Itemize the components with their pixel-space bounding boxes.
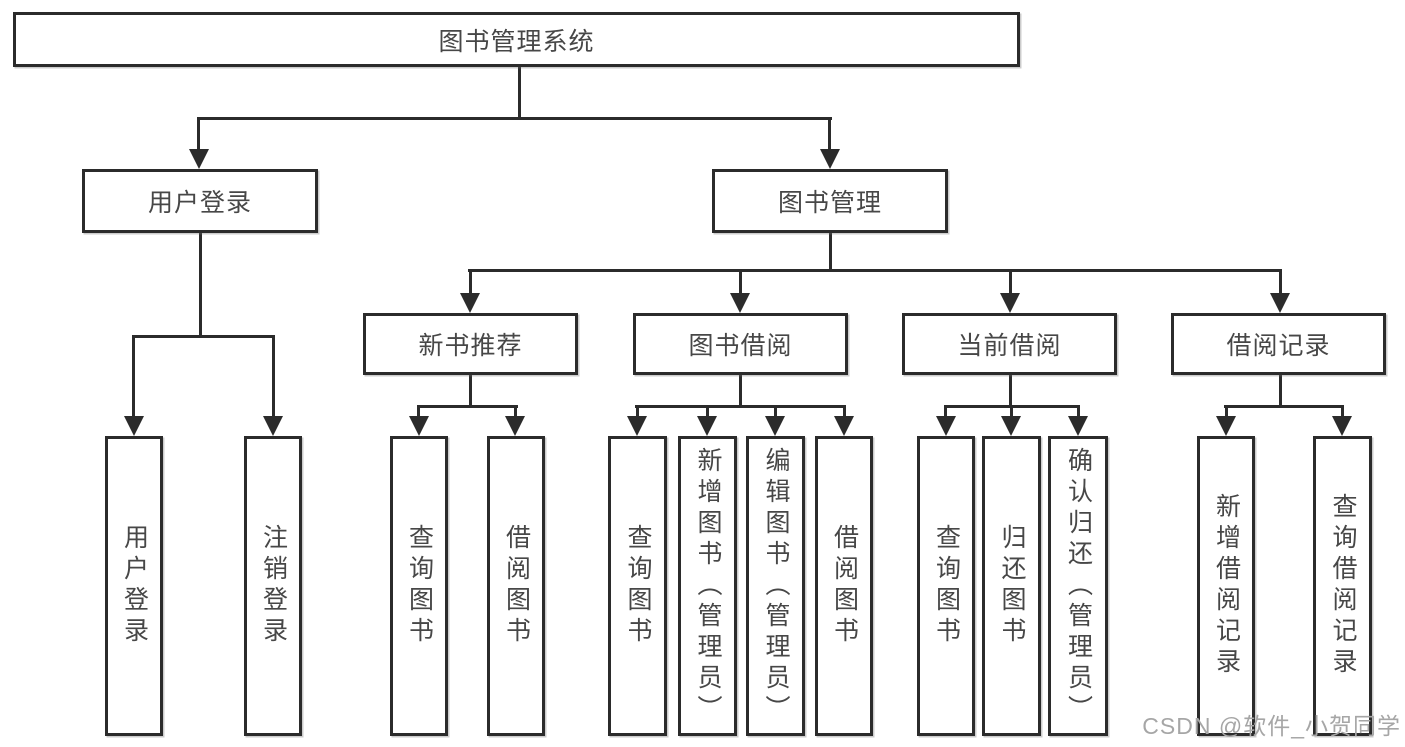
arrowhead-down-icon: [124, 416, 144, 436]
watermark: CSDN @软件_小贺同学: [1142, 713, 1401, 739]
connector-line: [635, 405, 846, 408]
connector-line: [828, 117, 831, 151]
category-node-label: 图书借阅: [688, 332, 793, 360]
leaf-node-query-borrow-record: 查询借阅记录: [1313, 436, 1372, 736]
leaf-node-borrow-books: 借阅图书: [815, 436, 873, 736]
connector-line: [944, 405, 947, 418]
leaf-node-label: 新增借阅记录: [1212, 493, 1241, 679]
connector-line: [198, 117, 832, 120]
root-node-library-system: 图书管理系统: [13, 12, 1020, 67]
leaf-node-user-login: 用户登录: [105, 436, 163, 736]
leaf-node-add-books-admin: 新增图书（管理员）: [678, 436, 737, 736]
leaf-node-label: 查询图书: [624, 524, 652, 648]
category-node-current-borrowing: 当前借阅: [902, 313, 1117, 375]
leaf-node-borrow-books-recommend: 借阅图书: [487, 436, 545, 736]
arrowhead-down-icon: [1000, 293, 1020, 313]
leaf-node-label: 借阅图书: [502, 524, 531, 648]
connector-line: [417, 405, 518, 408]
connector-line: [1010, 405, 1013, 418]
connector-line: [1009, 269, 1012, 295]
connector-line: [417, 405, 420, 418]
connector-line: [132, 335, 275, 338]
leaf-node-return-books: 归还图书: [982, 436, 1041, 736]
arrowhead-down-icon: [1270, 293, 1290, 313]
leaf-node-label: 查询图书: [932, 524, 961, 648]
arrowhead-down-icon: [820, 149, 840, 169]
arrowhead-down-icon: [1068, 416, 1088, 436]
connector-line: [469, 375, 472, 408]
leaf-node-label: 归还图书: [998, 524, 1026, 648]
leaf-node-label: 查询借阅记录: [1329, 493, 1357, 679]
leaf-node-confirm-return-admin: 确认归还（管理员）: [1048, 436, 1108, 736]
arrowhead-down-icon: [765, 416, 785, 436]
branch-node-user-login: 用户登录: [82, 169, 318, 233]
branch-node-label: 用户登录: [147, 189, 252, 217]
arrowhead-down-icon: [460, 293, 480, 313]
arrowhead-down-icon: [936, 416, 956, 436]
branch-node-book-management: 图书管理: [712, 169, 948, 233]
connector-line: [739, 269, 742, 295]
category-node-new-book-recommend: 新书推荐: [363, 313, 578, 375]
connector-line: [636, 405, 639, 418]
connector-line: [843, 405, 846, 418]
connector-line: [518, 67, 521, 119]
connector-line: [197, 117, 200, 151]
arrowhead-down-icon: [1001, 416, 1021, 436]
connector-line: [468, 269, 1282, 272]
arrowhead-down-icon: [730, 293, 750, 313]
arrowhead-down-icon: [505, 416, 525, 436]
connector-line: [1009, 375, 1012, 408]
connector-line: [1341, 405, 1344, 418]
category-node-borrowing-records: 借阅记录: [1171, 313, 1386, 375]
branch-node-label: 图书管理: [777, 189, 882, 217]
leaf-node-query-books-current: 查询图书: [917, 436, 975, 736]
leaf-node-label: 确认归还（管理员）: [1064, 446, 1093, 726]
leaf-node-label: 查询图书: [405, 524, 434, 648]
category-node-label: 新书推荐: [418, 332, 523, 360]
connector-line: [1225, 405, 1228, 418]
arrowhead-down-icon: [627, 416, 647, 436]
arrowhead-down-icon: [1332, 416, 1352, 436]
connector-line: [1279, 375, 1282, 408]
connector-line: [1077, 405, 1080, 418]
leaf-node-query-books-recommend: 查询图书: [390, 436, 448, 736]
arrowhead-down-icon: [697, 416, 717, 436]
leaf-node-logout: 注销登录: [244, 436, 302, 736]
connector-line: [829, 233, 832, 271]
connector-line: [469, 269, 472, 295]
leaf-node-add-borrow-record: 新增借阅记录: [1197, 436, 1255, 736]
connector-line: [739, 375, 742, 408]
arrowhead-down-icon: [263, 416, 283, 436]
arrowhead-down-icon: [834, 416, 854, 436]
connector-line: [132, 335, 135, 418]
leaf-node-label: 用户登录: [120, 524, 149, 648]
connector-line: [706, 405, 709, 418]
category-node-book-borrowing: 图书借阅: [633, 313, 848, 375]
leaf-node-label: 编辑图书（管理员）: [762, 446, 790, 726]
connector-line: [1224, 405, 1344, 408]
connector-line: [514, 405, 517, 418]
leaf-node-label: 注销登录: [259, 524, 288, 648]
connector-line: [272, 335, 275, 418]
connector-line: [774, 405, 777, 418]
leaf-node-label: 新增图书（管理员）: [694, 446, 722, 726]
category-node-label: 当前借阅: [957, 332, 1062, 360]
category-node-label: 借阅记录: [1226, 332, 1331, 360]
arrowhead-down-icon: [1216, 416, 1236, 436]
arrowhead-down-icon: [409, 416, 429, 436]
leaf-node-edit-books-admin: 编辑图书（管理员）: [746, 436, 805, 736]
leaf-node-label: 借阅图书: [830, 524, 859, 648]
arrowhead-down-icon: [189, 149, 209, 169]
root-node-label: 图书管理系统: [438, 27, 595, 56]
connector-line: [199, 233, 202, 338]
leaf-node-query-books-borrowing: 查询图书: [608, 436, 667, 736]
connector-line: [1279, 269, 1282, 295]
